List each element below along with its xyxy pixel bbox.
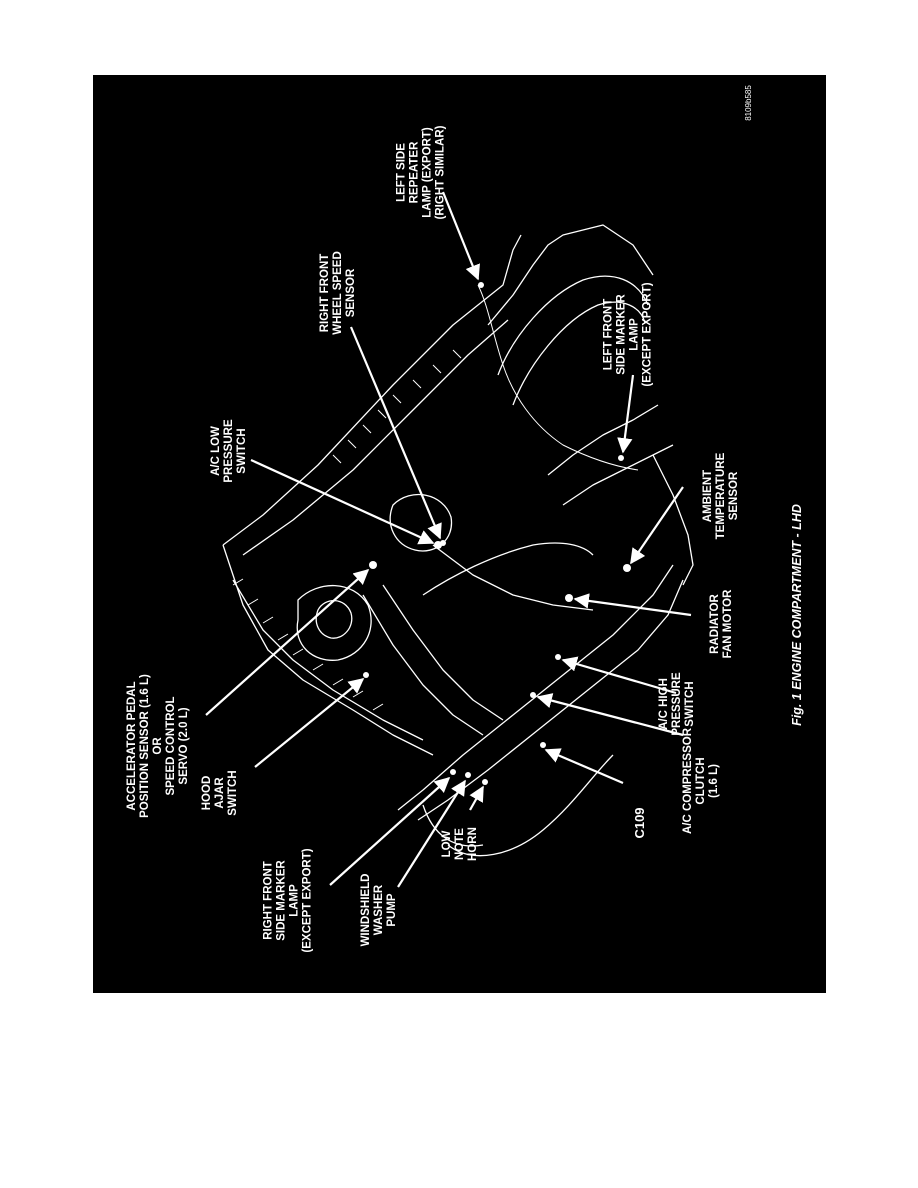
center-rail-a (362, 594, 484, 736)
label-c109: C109 (632, 807, 647, 839)
leader-hood-ajar (254, 678, 365, 768)
leader-washer-pump (397, 779, 466, 888)
marker-ls-repeater (478, 282, 484, 288)
engine-compartment-drawing (205, 191, 694, 888)
label-ac-compressor-clutch: A/C COMPRESSOR CLUTCH (1.6 L) (682, 727, 720, 835)
right-strut-tower (296, 584, 372, 661)
marker-hood-ajar (363, 672, 369, 678)
figure-code: 8109b585 (744, 85, 753, 121)
label-ac-high-pressure-switch: A/C HIGH PRESSURE SWITCH (658, 672, 696, 736)
label-ac-low-pressure-switch: A/C LOW PRESSURE SWITCH (210, 419, 248, 483)
label-left-front-side-marker: LEFT FRONT SIDE MARKER LAMP (EXCEPT EXPO… (602, 282, 654, 387)
marker-ac-compressor (530, 692, 536, 698)
figure-caption: Fig. 1 ENGINE COMPARTMENT - LHD (790, 504, 804, 726)
cowl-lower (232, 579, 424, 741)
leader-radiator-fan (573, 593, 692, 617)
label-hood-ajar-switch: HOOD AJAR SWITCH (201, 770, 239, 816)
label-windshield-washer-pump: WINDSHIELD WASHER PUMP (360, 873, 398, 947)
leader-ac-high (561, 656, 677, 695)
marker-c109 (540, 742, 546, 748)
marker-horn (482, 779, 488, 785)
marker-lf-side-marker (618, 455, 624, 461)
fender-hatching (332, 349, 462, 464)
marker-wheel-speed (440, 540, 446, 546)
left-apron (652, 454, 694, 586)
marker-rf-side-marker (450, 769, 456, 775)
left-wheelhouse-outer (497, 275, 649, 376)
label-low-note-horn: LOW NOTE HORN (441, 827, 479, 861)
label-right-front-side-marker: RIGHT FRONT SIDE MARKER LAMP (EXCEPT EXP… (262, 848, 314, 953)
label-ambient-temperature-sensor: AMBIENT TEMPERATURE SENSOR (702, 452, 740, 540)
diagram-panel: ACCELERATOR PEDAL POSITION SENSOR (1.6 L… (93, 75, 826, 993)
leader-lf-side-marker (617, 374, 635, 454)
marker-radiator-fan (565, 594, 573, 602)
leader-ambient-temp (630, 486, 684, 565)
component-markers (363, 282, 631, 785)
left-fender (487, 224, 654, 326)
right-fender-inner (242, 319, 509, 556)
leader-ac-compressor (536, 693, 684, 737)
leader-accel-pedal (205, 568, 370, 716)
left-harness (477, 284, 639, 471)
radiator-support-left (397, 564, 674, 811)
label-left-side-repeater-lamp: LEFT SIDE REPEATER LAMP (EXPORT) (RIGHT … (395, 125, 447, 220)
right-fender (222, 234, 522, 546)
center-rail-c (432, 544, 594, 611)
cowl-hatching (232, 578, 384, 711)
leader-wheel-speed (349, 326, 442, 540)
left-wheelhouse-inner (512, 301, 646, 406)
leader-c109 (544, 748, 624, 785)
leader-ac-low (250, 458, 435, 545)
engine-compartment-structure (222, 224, 694, 857)
label-radiator-fan-motor: RADIATOR FAN MOTOR (709, 589, 734, 659)
marker-ac-high (555, 654, 561, 660)
left-rail-upper (547, 404, 659, 476)
marker-accel-pedal (369, 561, 377, 569)
label-right-front-wheel-speed-sensor: RIGHT FRONT WHEEL SPEED SENSOR (319, 251, 357, 335)
leader-horn (469, 785, 484, 811)
front-bumper-edge (447, 754, 614, 857)
leader-arrows (205, 191, 692, 888)
cowl-top (222, 544, 434, 756)
engine-bay-open-left (422, 542, 594, 596)
label-accelerator-pedal: ACCELERATOR PEDAL POSITION SENSOR (1.6 L… (126, 674, 190, 818)
left-rail-lower (562, 444, 674, 506)
front-fascia (422, 804, 484, 847)
center-rail-b (382, 584, 504, 721)
marker-ambient-temp (623, 564, 631, 572)
leader-ls-repeater (441, 191, 480, 281)
right-strut-ring (315, 599, 353, 639)
leader-rf-side-marker (329, 776, 451, 886)
marker-washer-pump (465, 772, 471, 778)
